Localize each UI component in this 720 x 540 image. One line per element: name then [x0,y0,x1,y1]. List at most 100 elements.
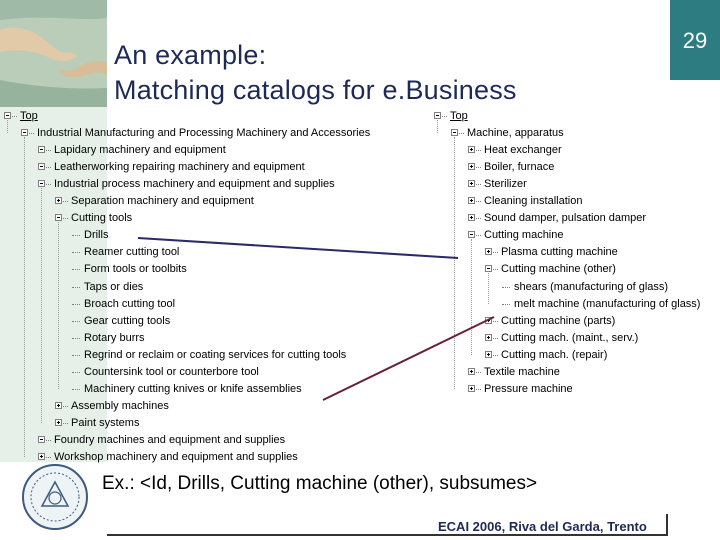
tree-node-label: Regrind or reclaim or coating services f… [84,348,347,361]
tree-connector [12,116,17,117]
expand-plus-icon[interactable] [468,214,475,222]
tree-connector [72,286,80,288]
expand-plus-icon[interactable] [485,316,492,324]
tree-connector [72,371,80,373]
tree-node-label: Workshop machinery and equipment and sup… [54,451,298,463]
tree-node-label: Machine, apparatus [467,127,564,140]
expand-plus-icon[interactable] [468,146,475,154]
tree-connector [29,133,34,135]
tree-connector [72,337,80,339]
tree-node-label: Leatherworking repairing machinery and e… [54,161,305,174]
tree-connector [72,235,80,237]
expand-plus-icon[interactable] [38,453,45,460]
footer-conference: ECAI 2006, Riva del Garda, Trento [438,519,647,534]
expand-plus-icon[interactable] [485,333,492,341]
expand-plus-icon[interactable] [468,384,475,392]
tree-node-label: Top [450,110,468,122]
tree-node-label: Foundry machines and equipment and suppl… [54,433,286,446]
tree-connector [476,201,481,203]
tree-guide-line [58,222,59,389]
tree-node-label: shears (manufacturing of glass) [514,280,669,293]
expand-plus-icon[interactable] [485,248,492,256]
expand-plus-icon[interactable] [485,350,492,358]
collapse-minus-icon[interactable] [451,129,458,137]
tree-connector [493,337,498,339]
tree-node-label: Cutting mach. (maint., serv.) [501,331,639,344]
example-mapping-text: Ex.: <Id, Drills, Cutting machine (other… [102,473,538,494]
tree-node-label: Cutting machine [484,229,564,242]
tree-connector [63,405,68,407]
tree-connector [72,303,80,305]
tree-node-label: Cleaning installation [484,195,583,208]
tree-connector [493,252,498,254]
tree-node-label: Industrial process machinery and equipme… [54,178,335,191]
left-decor-strip [0,0,107,540]
tree-node-label: melt machine (manufacturing of glass) [514,297,701,310]
slide-number-box: 29 [670,0,720,80]
expand-plus-icon[interactable] [55,197,62,205]
tree-connector [46,184,51,186]
tree-guide-line [7,120,8,134]
tree-node-label: Sound damper, pulsation damper [484,212,647,225]
collapse-minus-icon[interactable] [21,129,28,137]
tree-node-label: Boiler, furnace [484,161,555,174]
tree-connector [442,116,447,117]
collapse-minus-icon[interactable] [38,146,45,154]
slide-title-line1: An example: [114,40,267,70]
tree-node-label: Drills [84,229,109,242]
tree-node-label: Plasma cutting machine [501,246,618,259]
slide-number: 29 [682,28,708,53]
tree-connector [476,235,481,237]
creation-of-adam-fresco-image [0,0,107,107]
tree-connector [476,218,481,220]
expand-plus-icon[interactable] [55,418,62,426]
tree-connector [63,201,68,203]
tree-node-label: Reamer cutting tool [84,246,180,259]
tree-connector [476,371,481,373]
footer-tick [666,514,668,536]
tree-guide-line [41,188,42,423]
tree-node-label: Textile machine [484,365,560,378]
tree-node-label: Cutting machine (other) [501,263,616,276]
tree-node-label: Machinery cutting knives or knife assemb… [84,382,302,395]
tree-node-label: Top [20,110,38,122]
tree-connector [476,167,481,169]
tree-connector [476,184,481,186]
tree-connector [502,303,510,305]
expand-plus-icon[interactable] [468,197,475,205]
tree-guide-line [471,239,472,355]
collapse-minus-icon[interactable] [468,231,475,239]
collapse-minus-icon[interactable] [4,112,11,119]
tree-node-label: Assembly machines [71,399,169,412]
tree-connector [476,388,481,390]
expand-plus-icon[interactable] [468,367,475,375]
expand-plus-icon[interactable] [468,163,475,171]
tree-guide-line [488,273,489,304]
tree-node-label: Separation machinery and equipment [71,195,254,208]
tree-node-label: Form tools or toolbits [84,263,187,276]
tree-guide-line [454,137,455,389]
tree-node-label: Countersink tool or counterbore tool [84,365,259,378]
collapse-minus-icon[interactable] [434,112,441,119]
footer-rule [107,534,667,536]
tree-connector [63,218,68,220]
tree-connector [46,167,51,169]
tree-connector [46,457,51,458]
tree-node-label: Rotary burrs [84,331,145,344]
tree-node-label: Taps or dies [84,280,144,293]
collapse-minus-icon[interactable] [38,180,45,188]
collapse-minus-icon[interactable] [55,214,62,222]
tree-connector [493,320,498,322]
collapse-minus-icon[interactable] [485,265,492,273]
tree-connector [459,133,464,135]
university-seal-logo [20,462,90,532]
tree-node-label: Paint systems [71,416,140,429]
slide-title: An example: Matching catalogs for e.Busi… [114,38,517,108]
tree-node-label: Cutting machine (parts) [501,314,616,327]
expand-plus-icon[interactable] [55,401,62,409]
expand-plus-icon[interactable] [468,180,475,188]
collapse-minus-icon[interactable] [38,435,45,443]
collapse-minus-icon[interactable] [38,163,45,171]
tree-node-label: Broach cutting tool [84,297,176,310]
